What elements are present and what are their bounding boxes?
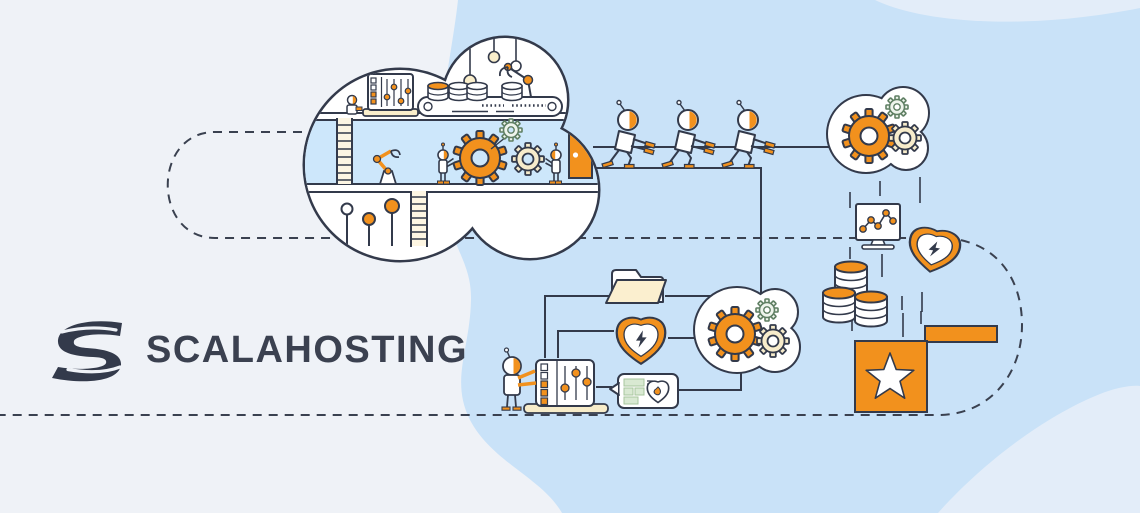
maintenance-figure <box>346 94 363 115</box>
operator-robot <box>501 347 537 411</box>
brand-name: SCALAHOSTING <box>146 328 468 371</box>
robot-arm-top-icon <box>499 62 534 98</box>
brand-logo: SCALAHOSTING <box>52 316 468 384</box>
pin-markers <box>340 198 400 246</box>
gears-cloud-middle <box>693 286 801 374</box>
control-cabinet-icon <box>362 73 419 117</box>
shield-lightning-icon-right <box>903 224 964 278</box>
star-box-icon <box>854 325 998 413</box>
certificate-badge-icon <box>609 373 679 409</box>
gears-cloud-top-right <box>826 86 930 174</box>
cloud-factory <box>302 35 601 263</box>
database-coins-icon <box>427 81 523 102</box>
sliders-panel-icon <box>523 359 609 414</box>
folder-icon <box>605 269 667 304</box>
scalahosting-s-icon <box>52 321 122 382</box>
dashed-flow-loop <box>0 131 1024 416</box>
conveyor-belt-icon <box>417 96 563 117</box>
monitor-chart-icon <box>855 203 901 250</box>
shield-lightning-icon-middle <box>615 316 667 365</box>
ladder-icon <box>336 118 353 185</box>
robot-arm-icon <box>372 149 401 185</box>
ladder-bottom-icon <box>410 191 428 247</box>
